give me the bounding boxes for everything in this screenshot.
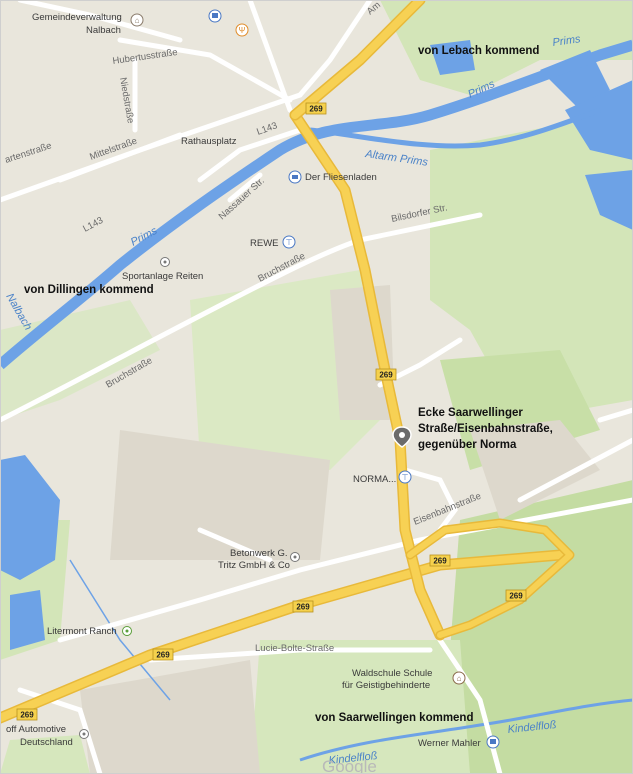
restaurant-icon: Ψ bbox=[235, 23, 249, 37]
route-shield: 269 bbox=[292, 600, 314, 613]
poi-dot-icon bbox=[122, 626, 132, 636]
place-label: REWE bbox=[250, 238, 279, 249]
river-altarm bbox=[309, 107, 601, 149]
place-label: Deutschland bbox=[20, 737, 73, 748]
route-shield: 269 bbox=[375, 368, 397, 381]
place-label: Gemeindeverwaltung bbox=[32, 12, 122, 23]
river-kindelfloss bbox=[299, 698, 633, 762]
river-prims bbox=[0, 39, 633, 370]
shop-icon bbox=[288, 170, 302, 184]
svg-text:⌂: ⌂ bbox=[457, 674, 462, 683]
place-label: Betonwerk G. bbox=[230, 548, 288, 559]
svg-text:269: 269 bbox=[509, 592, 523, 601]
townhall-icon: ⌂ bbox=[130, 13, 144, 27]
poi-icons[interactable]: ⌂ Ψ ⊤ ⊤ ⌂ bbox=[79, 9, 500, 749]
svg-text:Ψ: Ψ bbox=[239, 26, 246, 35]
svg-text:⊤: ⊤ bbox=[402, 473, 409, 482]
place-label: Waldschule Schule bbox=[352, 668, 432, 679]
place-label: für Geistigbehinderte bbox=[342, 680, 430, 691]
svg-text:269: 269 bbox=[296, 603, 310, 612]
place-label: NORMA... bbox=[353, 474, 396, 485]
annotation-dillingen: von Dillingen kommend bbox=[24, 284, 154, 296]
annotation-lebach: von Lebach kommend bbox=[418, 45, 539, 57]
svg-text:269: 269 bbox=[156, 651, 170, 660]
svg-text:269: 269 bbox=[20, 711, 34, 720]
annotation-saarwellingen: von Saarwellingen kommend bbox=[315, 712, 473, 724]
bus-icon bbox=[486, 735, 500, 749]
place-label: off Automotive bbox=[6, 724, 66, 735]
water-label: Kindelfloß bbox=[507, 719, 557, 736]
poi-dot-icon bbox=[290, 552, 300, 562]
place-label: Tritz GmbH & Co bbox=[218, 560, 290, 571]
place-label: Der Fliesenladen bbox=[305, 172, 377, 183]
water-label: Kindelfloß bbox=[328, 750, 378, 767]
cart-icon: ⊤ bbox=[398, 470, 412, 484]
svg-text:269: 269 bbox=[433, 557, 447, 566]
place-label: Litermont Ranch bbox=[47, 626, 117, 637]
route-shield: 269 bbox=[429, 554, 451, 567]
route-annotations: von Lebach kommend von Dillingen kommend… bbox=[24, 45, 553, 724]
annotation-ecke-line2: Straße/Eisenbahnstraße, bbox=[418, 423, 553, 435]
route-shields: 269 269 269 269 269 269 269 bbox=[16, 102, 527, 721]
poi-dot-icon bbox=[79, 729, 89, 739]
stream bbox=[69, 559, 171, 701]
annotation-ecke-line1: Ecke Saarwellinger bbox=[418, 407, 523, 419]
location-pin-icon[interactable] bbox=[392, 426, 412, 448]
route-shield: 269 bbox=[305, 102, 327, 115]
place-label: Sportanlage Reiten bbox=[122, 271, 203, 282]
annotation-ecke-line3: gegenüber Norma bbox=[418, 439, 517, 451]
place-label: Nalbach bbox=[86, 25, 121, 36]
poi-dot-icon bbox=[160, 257, 170, 267]
place-label: Rathausplatz bbox=[181, 136, 237, 147]
svg-text:269: 269 bbox=[309, 105, 323, 114]
route-shield: 269 bbox=[152, 648, 174, 661]
route-shield: 269 bbox=[16, 708, 38, 721]
route-shield: 269 bbox=[505, 589, 527, 602]
svg-text:⊤: ⊤ bbox=[286, 238, 293, 247]
svg-text:⌂: ⌂ bbox=[135, 16, 140, 25]
cart-icon: ⊤ bbox=[282, 235, 296, 249]
street-label: Lucie-Bolte-Straße bbox=[255, 643, 334, 654]
place-labels: Gemeindeverwaltung Nalbach Rathausplatz … bbox=[6, 12, 481, 749]
svg-text:269: 269 bbox=[379, 371, 393, 380]
school-icon: ⌂ bbox=[452, 671, 466, 685]
place-label: Werner Mahler bbox=[418, 738, 481, 749]
water-label: Prims bbox=[552, 33, 582, 49]
bus-icon bbox=[208, 9, 222, 23]
google-watermark: Google bbox=[322, 757, 377, 774]
